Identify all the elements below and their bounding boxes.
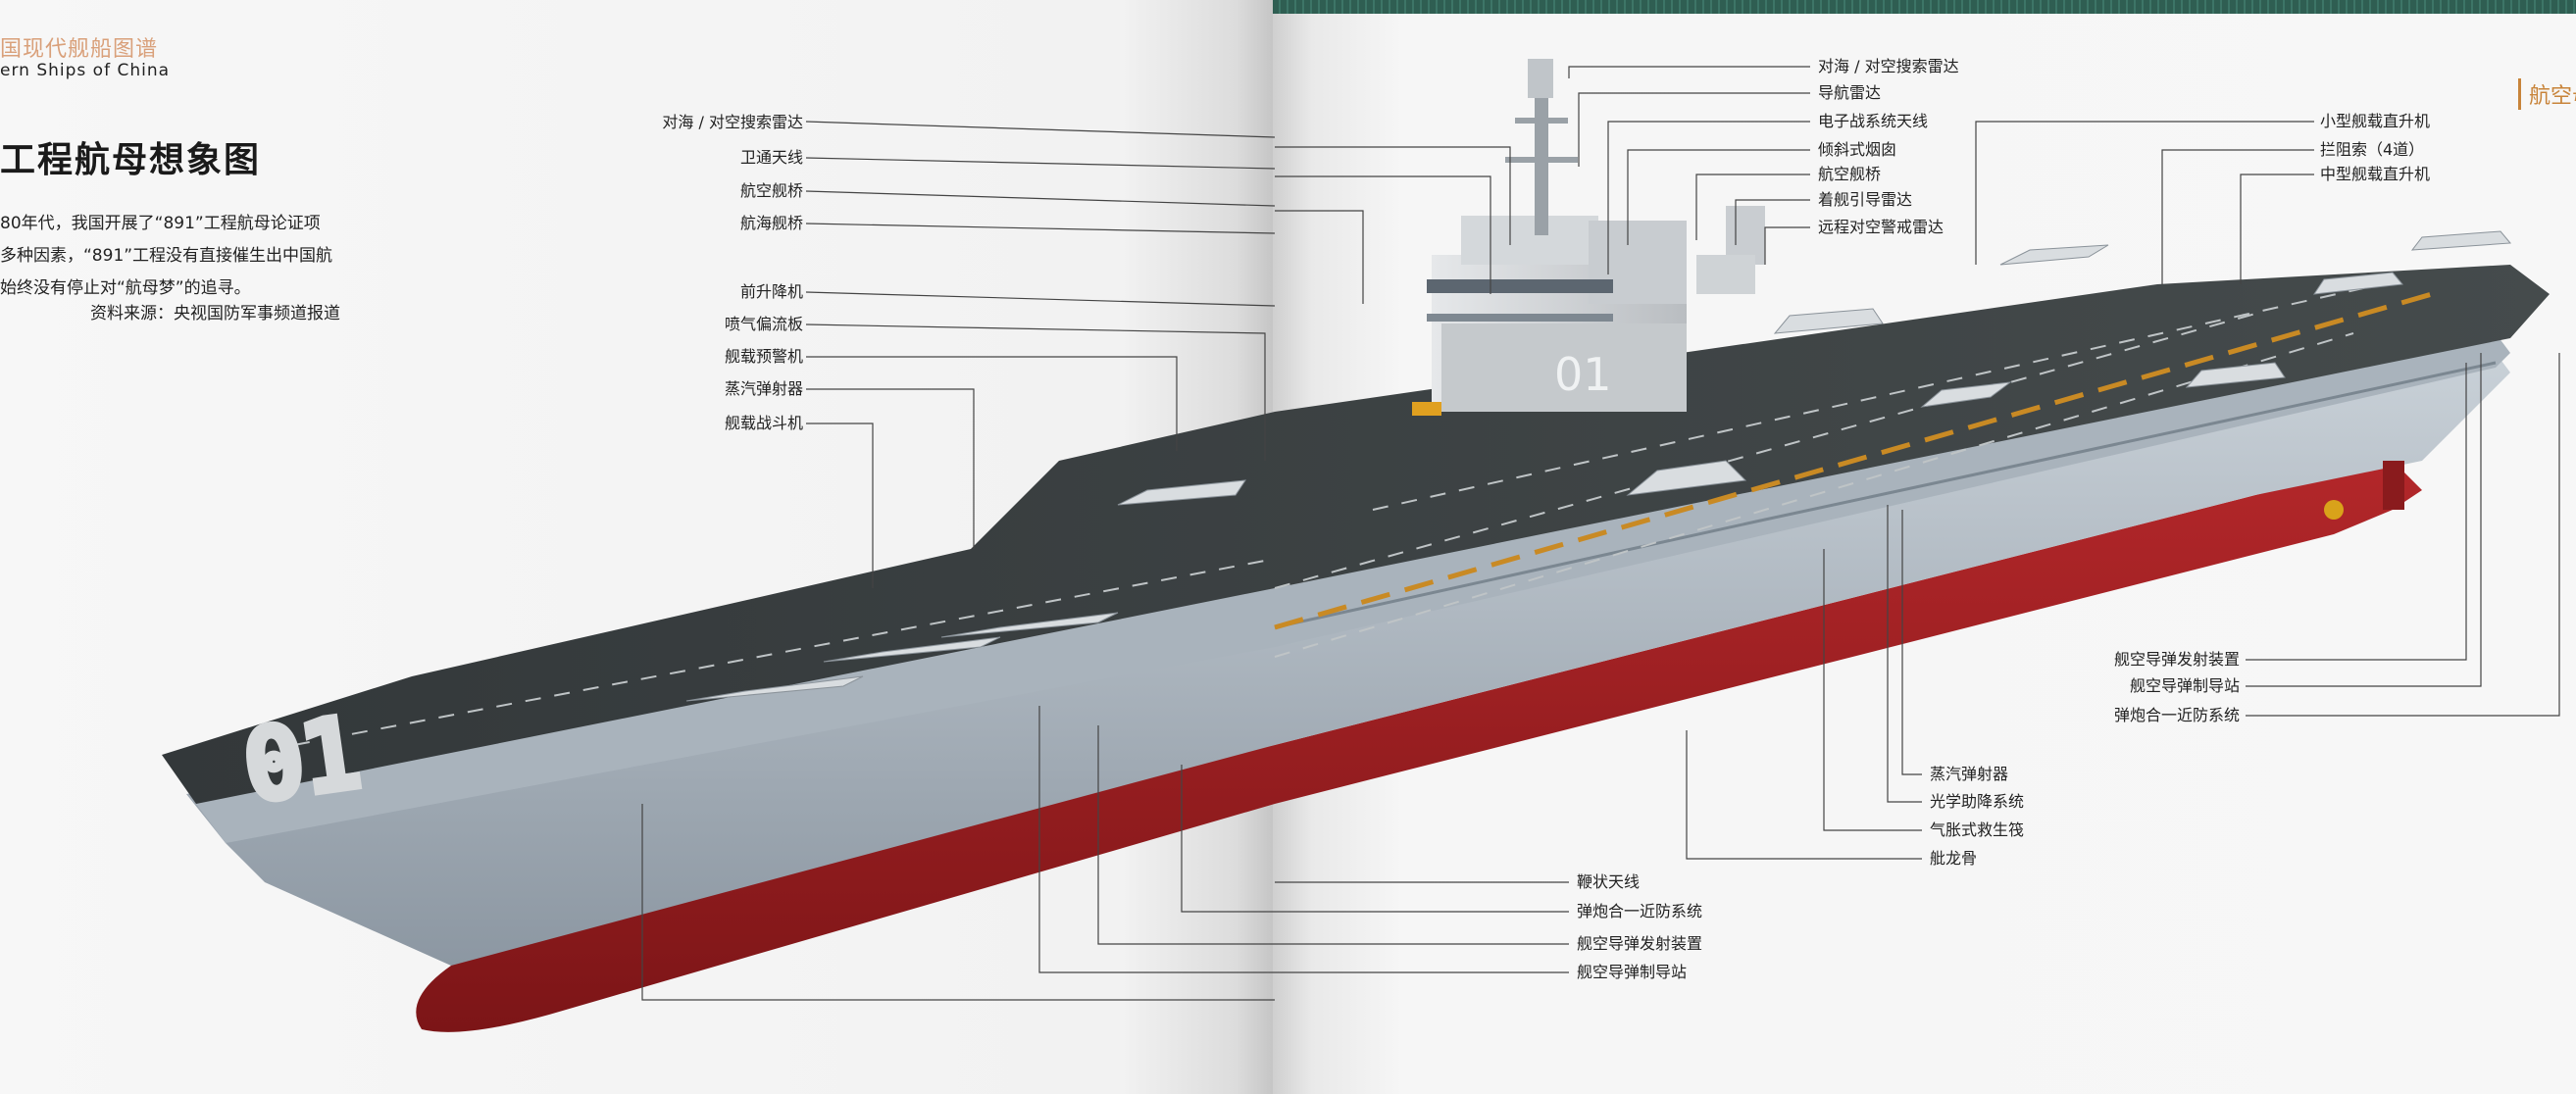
label-center: 航空舰桥 <box>1818 165 1882 183</box>
hull-number: 01 <box>1554 348 1612 401</box>
label-left: 前升降机 <box>739 282 803 301</box>
label-left: 喷气偏流板 <box>724 315 803 333</box>
aircraft-group <box>685 230 2512 702</box>
label-left: 航空舰桥 <box>739 181 803 200</box>
label-center: 对海 / 对空搜索雷达 <box>1818 57 1959 75</box>
label-right-mid: 舰空导弹发射装置 <box>2113 650 2240 669</box>
label-left: 卫通天线 <box>739 148 803 167</box>
label-right-mid: 弹炮合一近防系统 <box>2113 706 2240 724</box>
label-right-low: 舭龙骨 <box>1930 849 1978 868</box>
intro-text: 80年代，我国开展了“891”工程航母论证项 多种因素，“891”工程没有直接催… <box>0 208 332 305</box>
label-center: 电子战系统天线 <box>1818 112 1929 130</box>
leader-lines <box>641 66 2560 1001</box>
label-left: 蒸汽弹射器 <box>724 379 803 398</box>
deck-line <box>1274 313 2256 589</box>
label-left: 舰载预警机 <box>724 347 803 366</box>
label-center: 远程对空警戒雷达 <box>1818 218 1945 236</box>
label-center: 着舰引导雷达 <box>1818 190 1913 209</box>
label-right-low: 气胀式救生筏 <box>1930 820 2025 839</box>
cutting-mat-edge <box>1273 0 2576 16</box>
centerline-marking <box>1274 291 2433 630</box>
deck-tractor <box>1412 402 1441 416</box>
deck-number: 01 <box>238 698 366 822</box>
source-note: 资料来源：央视国防军事频道报道 <box>90 304 340 323</box>
label-left: 航海舰桥 <box>739 214 803 232</box>
label-bottom: 鞭状天线 <box>1577 872 1641 891</box>
page-title: 工程航母想象图 <box>0 140 262 180</box>
deck-line <box>293 558 1276 746</box>
propeller <box>2324 500 2344 520</box>
label-center: 导航雷达 <box>1818 83 1882 102</box>
label-bottom: 舰空导弹发射装置 <box>1577 934 1703 953</box>
running-header-en: ern Ships of China <box>0 61 171 80</box>
intro-line: 80年代，我国开展了“891”工程航母论证项 <box>0 214 321 233</box>
hull-red-underbody <box>416 461 2423 1032</box>
label-right-mid: 舰空导弹制导站 <box>2129 676 2240 695</box>
label-right-top: 小型舰载直升机 <box>2320 112 2431 130</box>
island-superstructure: 01 <box>1427 59 1765 412</box>
label-bottom: 舰空导弹制导站 <box>1577 963 1688 981</box>
label-right-low: 光学助降系统 <box>1930 792 2025 811</box>
label-left: 对海 / 对空搜索雷达 <box>662 113 803 131</box>
intro-line: 始终没有停止对“航母梦”的追寻。 <box>0 278 251 298</box>
label-right-low: 蒸汽弹射器 <box>1930 765 2009 783</box>
deck-edge-sponson <box>1274 361 2497 629</box>
section-tab: 航空母 <box>2518 78 2576 110</box>
deck-line <box>1274 332 2354 658</box>
label-left: 舰载战斗机 <box>724 414 803 432</box>
label-center: 倾斜式烟囱 <box>1818 140 1897 159</box>
intro-line: 多种因素，“891”工程没有直接催生出中国航 <box>0 246 333 266</box>
label-right-top: 拦阻索（4道） <box>2320 140 2425 159</box>
running-header-cn: 国现代舰船图谱 <box>0 37 159 62</box>
hull-grey-side <box>186 353 2510 966</box>
rudder <box>2383 461 2404 510</box>
label-right-top: 中型舰载直升机 <box>2320 165 2431 183</box>
label-bottom: 弹炮合一近防系统 <box>1577 902 1703 920</box>
